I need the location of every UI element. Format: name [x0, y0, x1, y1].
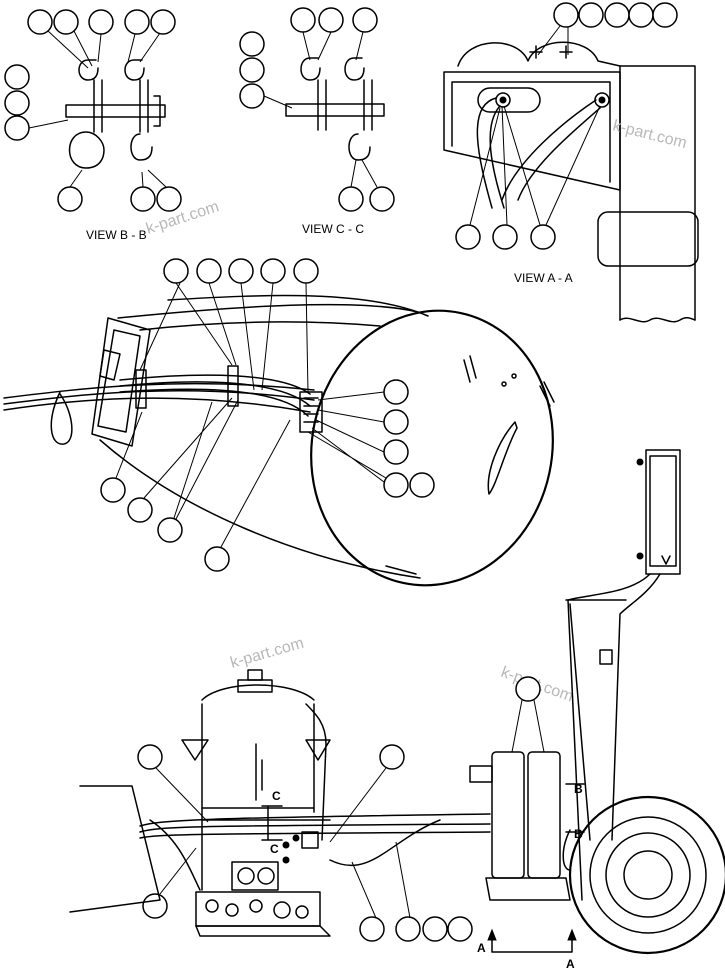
- callout: [530, 224, 556, 250]
- callout: [369, 186, 395, 212]
- callout: [57, 186, 83, 212]
- callout: [383, 409, 409, 435]
- callout: [628, 2, 654, 28]
- callout: [239, 31, 265, 57]
- callout: [88, 9, 114, 35]
- callout: [260, 258, 286, 284]
- callout: [53, 9, 79, 35]
- callout: [124, 9, 150, 35]
- callout: [578, 2, 604, 28]
- view-b-detail: VIEW B - B: [4, 9, 182, 242]
- callout: [290, 7, 316, 33]
- callout: [204, 546, 230, 572]
- callout: [157, 517, 183, 543]
- callout: [492, 224, 518, 250]
- callout: [447, 916, 473, 942]
- callout: [455, 224, 481, 250]
- callout: [137, 744, 163, 770]
- section-a-marker: A: [566, 957, 575, 971]
- callout: [652, 2, 678, 28]
- callout: [395, 916, 421, 942]
- callout: [318, 7, 344, 33]
- drum-hose-assembly: [3, 258, 555, 587]
- callout: [4, 90, 30, 116]
- callout: [156, 186, 182, 212]
- section-b-marker: B: [574, 827, 583, 841]
- watermark: k-part.com: [611, 117, 688, 152]
- callout: [383, 472, 409, 498]
- callout: [239, 57, 265, 83]
- callout: [150, 9, 176, 35]
- callout: [515, 676, 541, 702]
- callout: [196, 258, 222, 284]
- callout: [27, 9, 53, 35]
- callout: [293, 258, 319, 284]
- machine-side-view: C C B B A A: [69, 449, 725, 971]
- callout: [100, 477, 126, 503]
- view-c-title: VIEW C - C: [302, 222, 364, 236]
- callout: [228, 258, 254, 284]
- section-c-marker: C: [272, 789, 281, 803]
- callout: [239, 83, 265, 109]
- section-a-marker: A: [477, 941, 486, 955]
- callout: [379, 744, 405, 770]
- callout: [422, 916, 448, 942]
- callout: [359, 916, 385, 942]
- view-b-title: VIEW B - B: [86, 228, 147, 242]
- callout: [338, 186, 364, 212]
- view-c-detail: VIEW C - C: [239, 7, 395, 236]
- callout: [352, 7, 378, 33]
- callout: [553, 2, 579, 28]
- callout: [383, 439, 409, 465]
- callout: [604, 2, 630, 28]
- callout: [130, 186, 156, 212]
- callout: [142, 893, 168, 919]
- watermark: k-part.com: [228, 635, 305, 672]
- callout: [4, 115, 30, 141]
- callout: [383, 379, 409, 405]
- callout: [409, 472, 435, 498]
- callout: [127, 497, 153, 523]
- watermark: k-part.com: [144, 198, 221, 238]
- callout: [4, 64, 30, 90]
- callout: [163, 258, 189, 284]
- view-a-title: VIEW A - A: [514, 271, 573, 285]
- section-c-marker: C: [270, 842, 279, 856]
- view-a-detail: VIEW A - A: [443, 2, 699, 323]
- section-b-marker: B: [574, 782, 583, 796]
